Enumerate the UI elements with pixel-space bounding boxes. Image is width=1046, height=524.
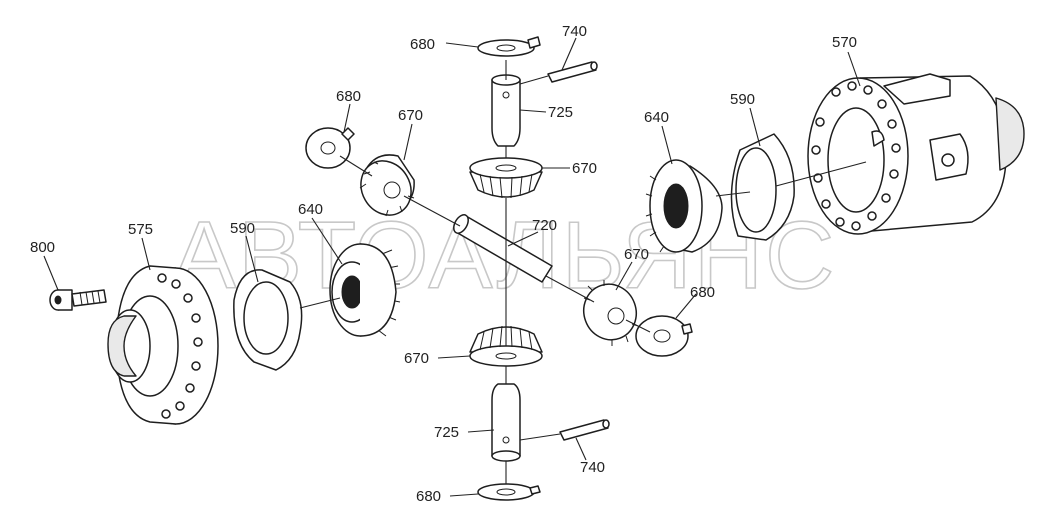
differential-case-right-half bbox=[807, 73, 1025, 235]
pinion-gear-upper-left bbox=[359, 154, 415, 217]
case-bolt bbox=[49, 289, 107, 311]
thrust-washer-bottom bbox=[477, 483, 541, 501]
differential-case-left-half bbox=[107, 265, 219, 425]
pinion-shaft-top bbox=[491, 74, 521, 147]
leader-lines bbox=[43, 37, 861, 497]
pinion-gear-right bbox=[583, 280, 639, 346]
callout-680-top: 680 bbox=[410, 36, 435, 53]
side-gear-right bbox=[645, 159, 723, 253]
callout-720: 720 bbox=[532, 217, 557, 234]
callout-725-bottom: 725 bbox=[434, 424, 459, 441]
thrust-washer-right bbox=[635, 315, 693, 357]
callout-725-top: 725 bbox=[548, 104, 573, 121]
callout-800: 800 bbox=[30, 239, 55, 256]
callout-680-upper-left: 680 bbox=[336, 88, 361, 105]
callout-740-top: 740 bbox=[562, 23, 587, 40]
callout-670-upper-left: 670 bbox=[398, 107, 423, 124]
callout-590-right: 590 bbox=[730, 91, 755, 108]
callout-640-right: 640 bbox=[644, 109, 669, 126]
assembly-axis-lines bbox=[299, 60, 867, 484]
friction-disc-right bbox=[730, 133, 795, 241]
thrust-washer-top bbox=[477, 36, 541, 57]
thrust-washer-upper-left bbox=[305, 127, 355, 169]
lock-pin-top bbox=[547, 61, 598, 83]
callout-680-right: 680 bbox=[690, 284, 715, 301]
callout-575: 575 bbox=[128, 221, 153, 238]
pinion-shaft-bottom bbox=[491, 383, 521, 462]
pinion-gear-upper-center bbox=[469, 157, 543, 199]
callout-740-bottom: 740 bbox=[580, 459, 605, 476]
side-gear-left bbox=[329, 243, 401, 337]
callout-590-left: 590 bbox=[230, 220, 255, 237]
callout-570: 570 bbox=[832, 34, 857, 51]
cross-shaft bbox=[453, 214, 553, 283]
lock-pin-bottom bbox=[559, 419, 610, 441]
callout-670-lower: 670 bbox=[404, 350, 429, 367]
callout-670-right: 670 bbox=[624, 246, 649, 263]
callout-680-bottom: 680 bbox=[416, 488, 441, 505]
callout-labels: 680 740 725 570 590 640 670 680 670 720 … bbox=[30, 23, 857, 505]
friction-disc-left bbox=[233, 269, 303, 371]
callout-640-left: 640 bbox=[298, 201, 323, 218]
callout-670-upper-center: 670 bbox=[572, 160, 597, 177]
